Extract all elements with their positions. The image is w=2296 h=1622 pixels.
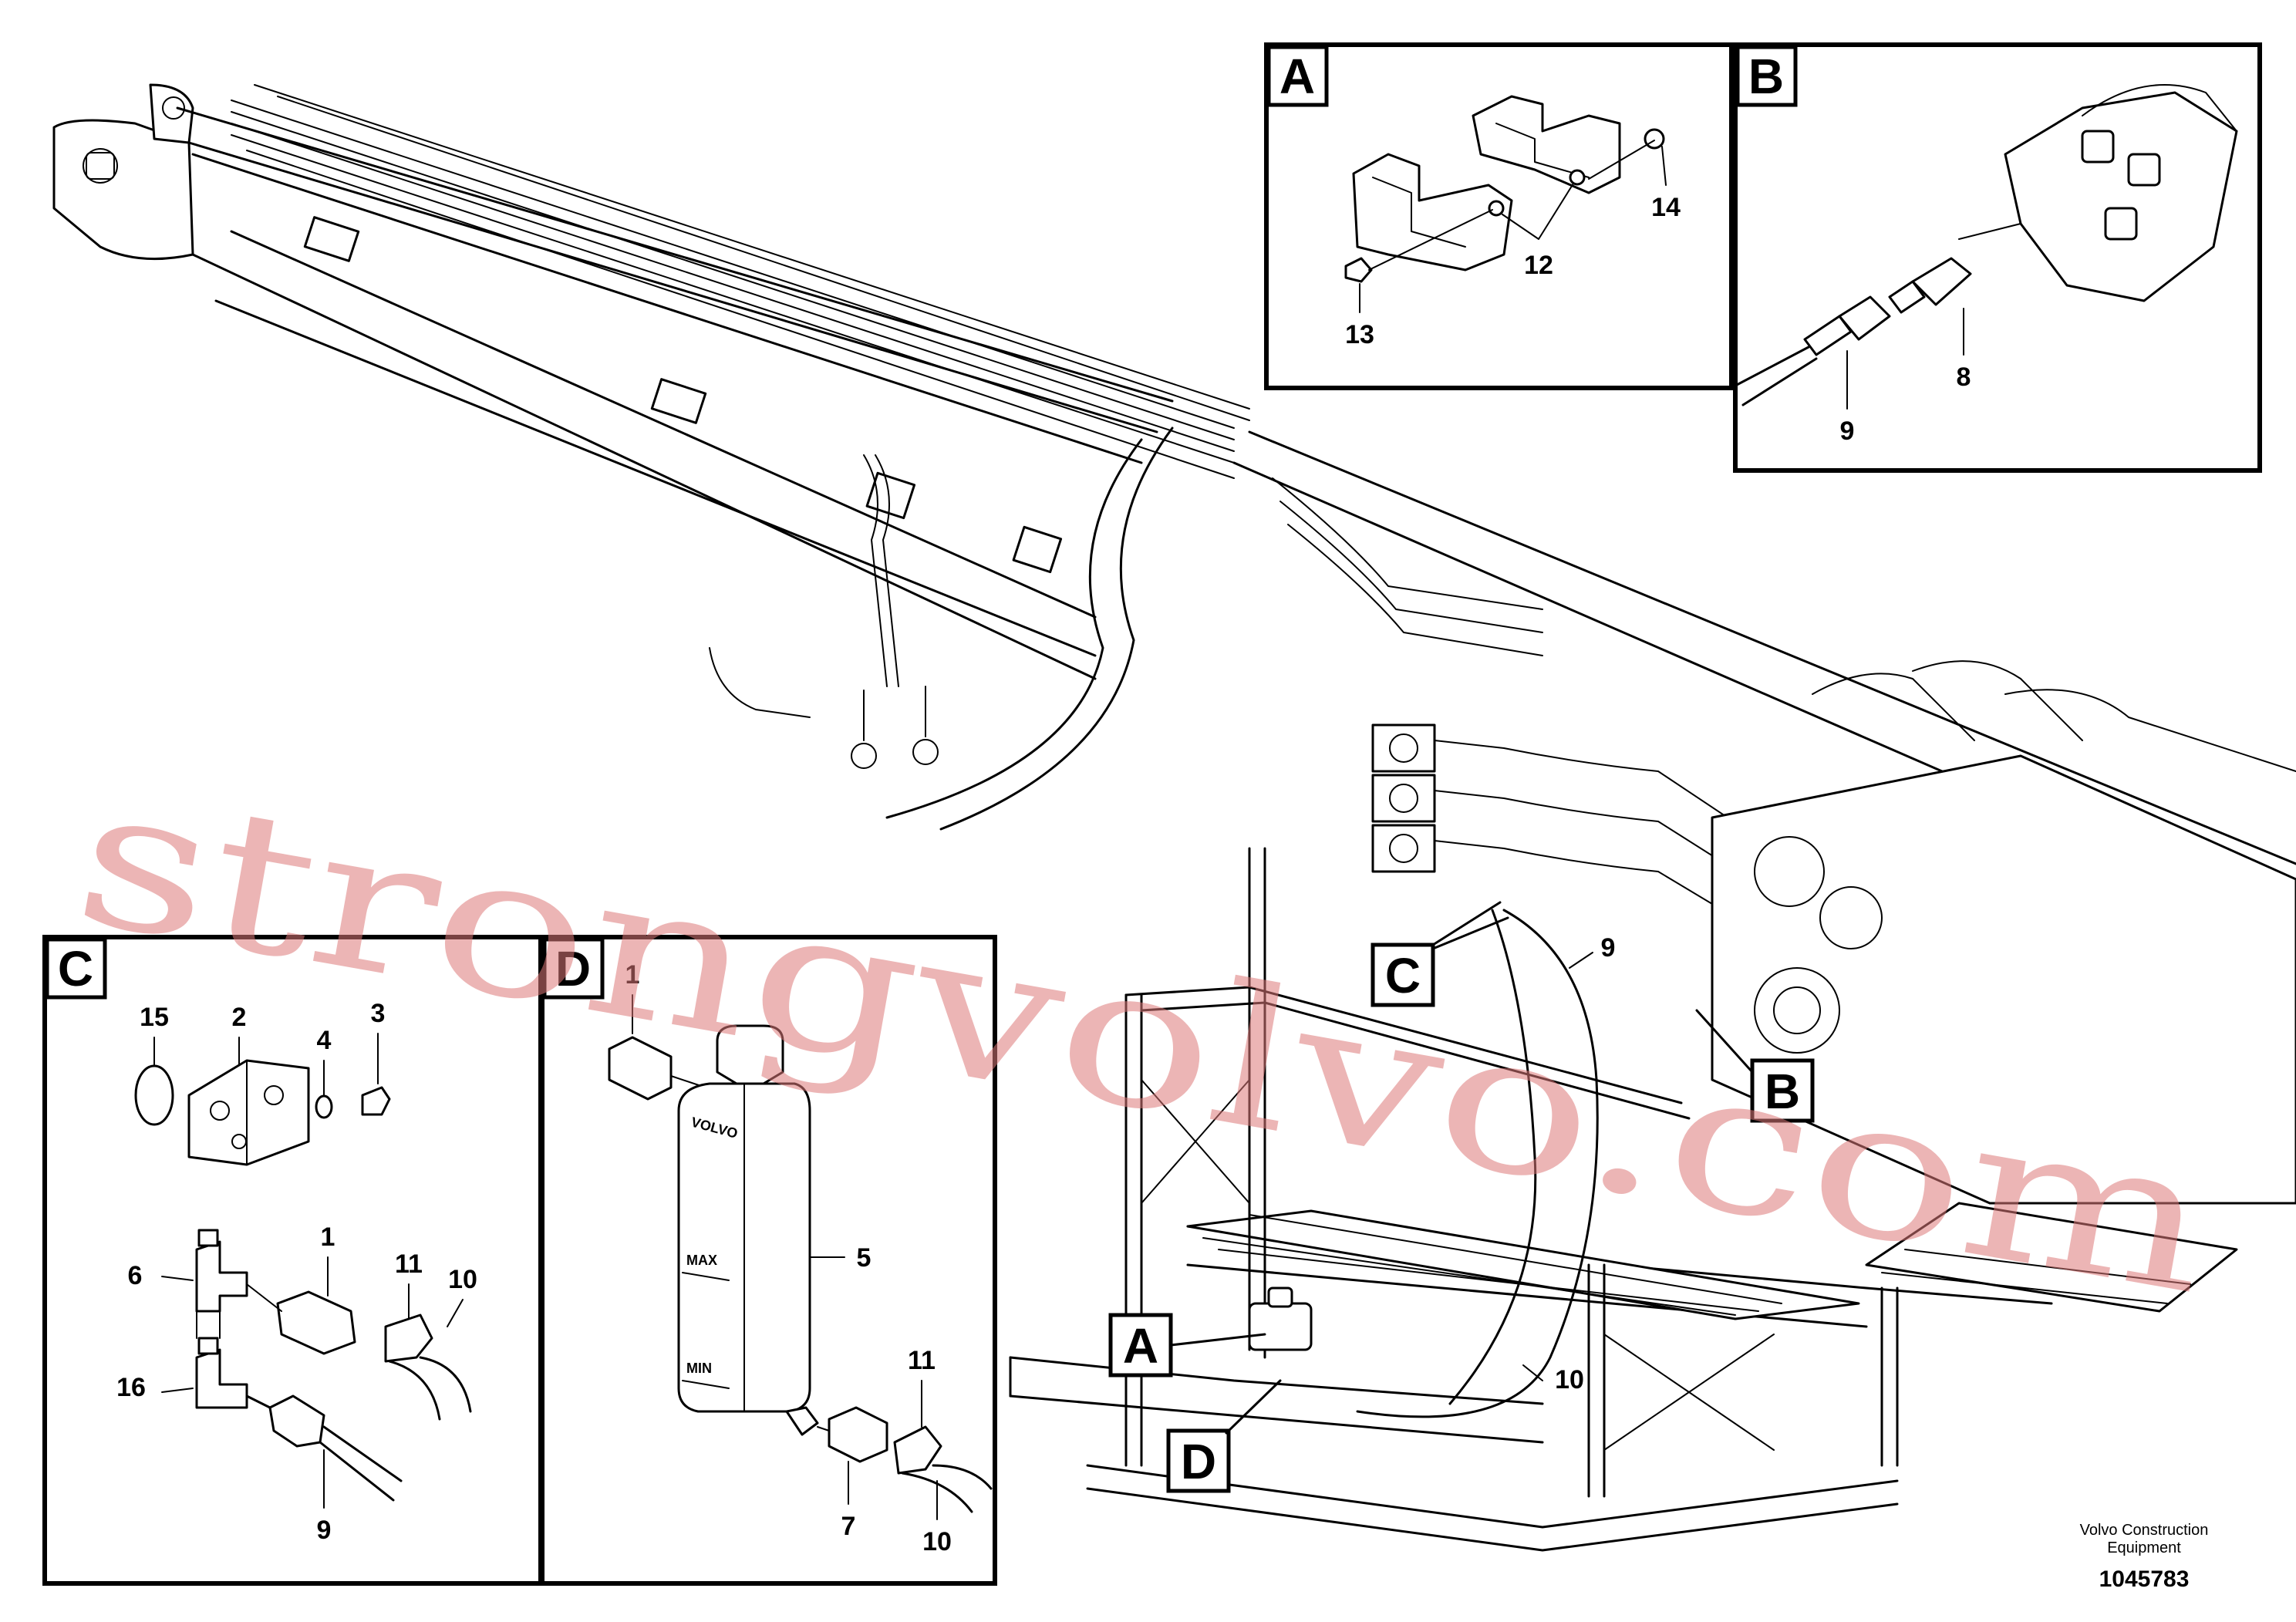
machine-frame: [1232, 430, 2296, 1205]
svg-text:9: 9: [1840, 416, 1855, 446]
main-callout-a: A: [1108, 1313, 1266, 1378]
svg-text:4: 4: [317, 1026, 332, 1055]
svg-text:6: 6: [128, 1261, 143, 1290]
svg-text:11: 11: [908, 1346, 936, 1375]
detail-view-d: D 1 VOLVO MAX MIN 5 7 11 10: [540, 935, 997, 1586]
svg-text:10: 10: [922, 1527, 952, 1556]
svg-text:1045783: 1045783: [2099, 1566, 2190, 1592]
svg-text:1: 1: [321, 1222, 335, 1252]
svg-text:B: B: [1748, 49, 1784, 104]
svg-text:Equipment: Equipment: [2107, 1539, 2181, 1556]
svg-text:9: 9: [317, 1516, 332, 1545]
svg-text:D: D: [1181, 1434, 1216, 1489]
detail-view-b: B 8 9: [1733, 42, 2262, 473]
svg-text:11: 11: [395, 1249, 423, 1279]
svg-text:MAX: MAX: [686, 1253, 717, 1268]
svg-text:C: C: [1385, 948, 1421, 1003]
svg-text:7: 7: [841, 1512, 856, 1541]
svg-text:13: 13: [1345, 320, 1374, 349]
svg-text:14: 14: [1651, 193, 1681, 222]
svg-text:2: 2: [232, 1003, 247, 1032]
svg-text:B: B: [1765, 1064, 1800, 1119]
main-hose-10-label: 10: [1522, 1364, 1584, 1394]
svg-text:3: 3: [371, 999, 386, 1028]
main-callout-c: C: [1371, 901, 1509, 1007]
svg-text:Volvo Construction: Volvo Construction: [2080, 1522, 2209, 1539]
footer: Volvo Construction Equipment 1045783: [2080, 1522, 2209, 1592]
svg-text:10: 10: [1555, 1365, 1584, 1394]
svg-text:8: 8: [1957, 363, 1971, 392]
svg-text:9: 9: [1601, 933, 1616, 963]
svg-text:1: 1: [625, 960, 640, 990]
work-platform: [1009, 847, 2238, 1552]
svg-text:MIN: MIN: [686, 1361, 712, 1376]
svg-text:16: 16: [116, 1373, 146, 1402]
boom-arm: [52, 83, 1250, 831]
main-callout-d: D: [1166, 1379, 1282, 1493]
main-callout-b: B: [1695, 1009, 1815, 1123]
svg-text:D: D: [555, 941, 591, 996]
detail-view-a: A 12 13 14: [1264, 42, 1734, 390]
svg-text:5: 5: [857, 1243, 872, 1273]
svg-text:C: C: [58, 941, 93, 996]
detail-view-c: C 15 2 4 3 6 1 11: [42, 935, 543, 1586]
main-hose-9-label: 9: [1569, 933, 1616, 969]
svg-text:A: A: [1123, 1318, 1158, 1374]
svg-text:15: 15: [140, 1003, 169, 1032]
svg-text:12: 12: [1524, 251, 1553, 280]
svg-text:A: A: [1279, 49, 1315, 104]
svg-text:10: 10: [448, 1265, 477, 1294]
